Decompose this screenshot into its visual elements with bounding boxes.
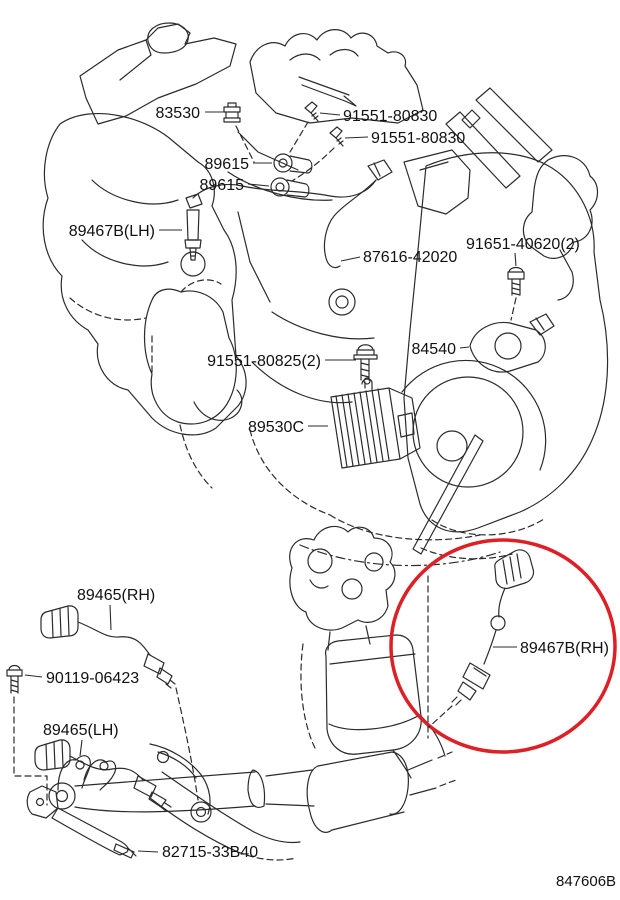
part-91551-80830-screw-b	[291, 126, 344, 182]
part-label-89615-a[interactable]: 89615	[205, 156, 250, 173]
leader-91651-40620	[514, 252, 517, 267]
part-91551-80830-screw-a	[289, 101, 319, 153]
leader-91551-80830-a	[319, 112, 341, 116]
leader-90119-06423	[24, 674, 43, 678]
part-90119-06423-bolt	[6, 664, 48, 806]
part-89530c-glyph	[330, 377, 421, 469]
leader-91551-80830-b	[344, 136, 369, 139]
part-label-89465-rh[interactable]: 89465(RH)	[77, 587, 155, 604]
part-label-91551-80830-a[interactable]: 91551-80830	[343, 108, 437, 125]
part-84540-glyph	[469, 313, 555, 373]
part-label-82715-33b40[interactable]: 82715-33B40	[162, 844, 258, 861]
leader-89465-lh	[79, 739, 83, 757]
sensor-harness-cable	[192, 179, 377, 199]
engine-line-art	[42, 22, 609, 567]
part-label-90119-06423[interactable]: 90119-06423	[46, 670, 139, 687]
part-89615-glyph-a	[273, 153, 313, 174]
part-label-91551-80830-b[interactable]: 91551-80830	[371, 130, 465, 147]
part-91551-80825-bolt	[353, 344, 378, 393]
leader-lines	[24, 111, 517, 853]
highlight-group	[389, 538, 617, 754]
part-labels: 83530 91551-80830 91551-80830 89615 8961…	[43, 105, 609, 861]
part-label-83530[interactable]: 83530	[156, 105, 201, 122]
part-82715-33b40-glyph	[26, 755, 137, 859]
part-label-91551-80825[interactable]: 91551-80825(2)	[207, 353, 321, 370]
part-89615-glyph-b	[270, 177, 310, 198]
part-89467b-lh-glyph	[180, 193, 206, 277]
part-label-91651-40620[interactable]: 91651-40620(2)	[466, 236, 580, 253]
highlight-red-circle	[389, 538, 617, 754]
driveshaft-strut	[412, 434, 484, 555]
part-89465-rh-glyph	[40, 605, 199, 801]
exhaust-line-art	[48, 525, 513, 861]
part-label-89615-b[interactable]: 89615	[200, 177, 245, 194]
part-89467b-rh-glyph	[427, 549, 535, 739]
part-label-89467b-lh[interactable]: 89467B(LH)	[69, 223, 155, 240]
dipstick	[298, 76, 357, 107]
leader-82715-33b40	[137, 850, 159, 853]
part-91651-40620-bolt	[507, 266, 525, 321]
leader-84540	[459, 346, 470, 349]
leader-89465-rh	[109, 604, 112, 631]
part-87616-42020-glyph	[323, 159, 393, 269]
part-glyphs-top	[180, 101, 555, 469]
oil-cap	[147, 22, 189, 54]
loose-parts-bottom	[6, 605, 211, 859]
part-label-89467b-rh[interactable]: 89467B(RH)	[520, 640, 609, 657]
part-label-84540[interactable]: 84540	[412, 341, 457, 358]
leader-87616-42020	[340, 256, 361, 262]
diagram-code: 847606B	[556, 873, 616, 890]
part-label-89530c[interactable]: 89530C	[248, 419, 304, 436]
part-label-87616-42020[interactable]: 87616-42020	[363, 249, 457, 266]
bell-housing-circle	[412, 376, 524, 488]
part-89465-lh-glyph	[34, 739, 211, 815]
part-83530-glyph	[223, 102, 255, 163]
leader-89615-b	[247, 183, 270, 187]
part-label-89465-lh[interactable]: 89465(LH)	[43, 722, 119, 739]
